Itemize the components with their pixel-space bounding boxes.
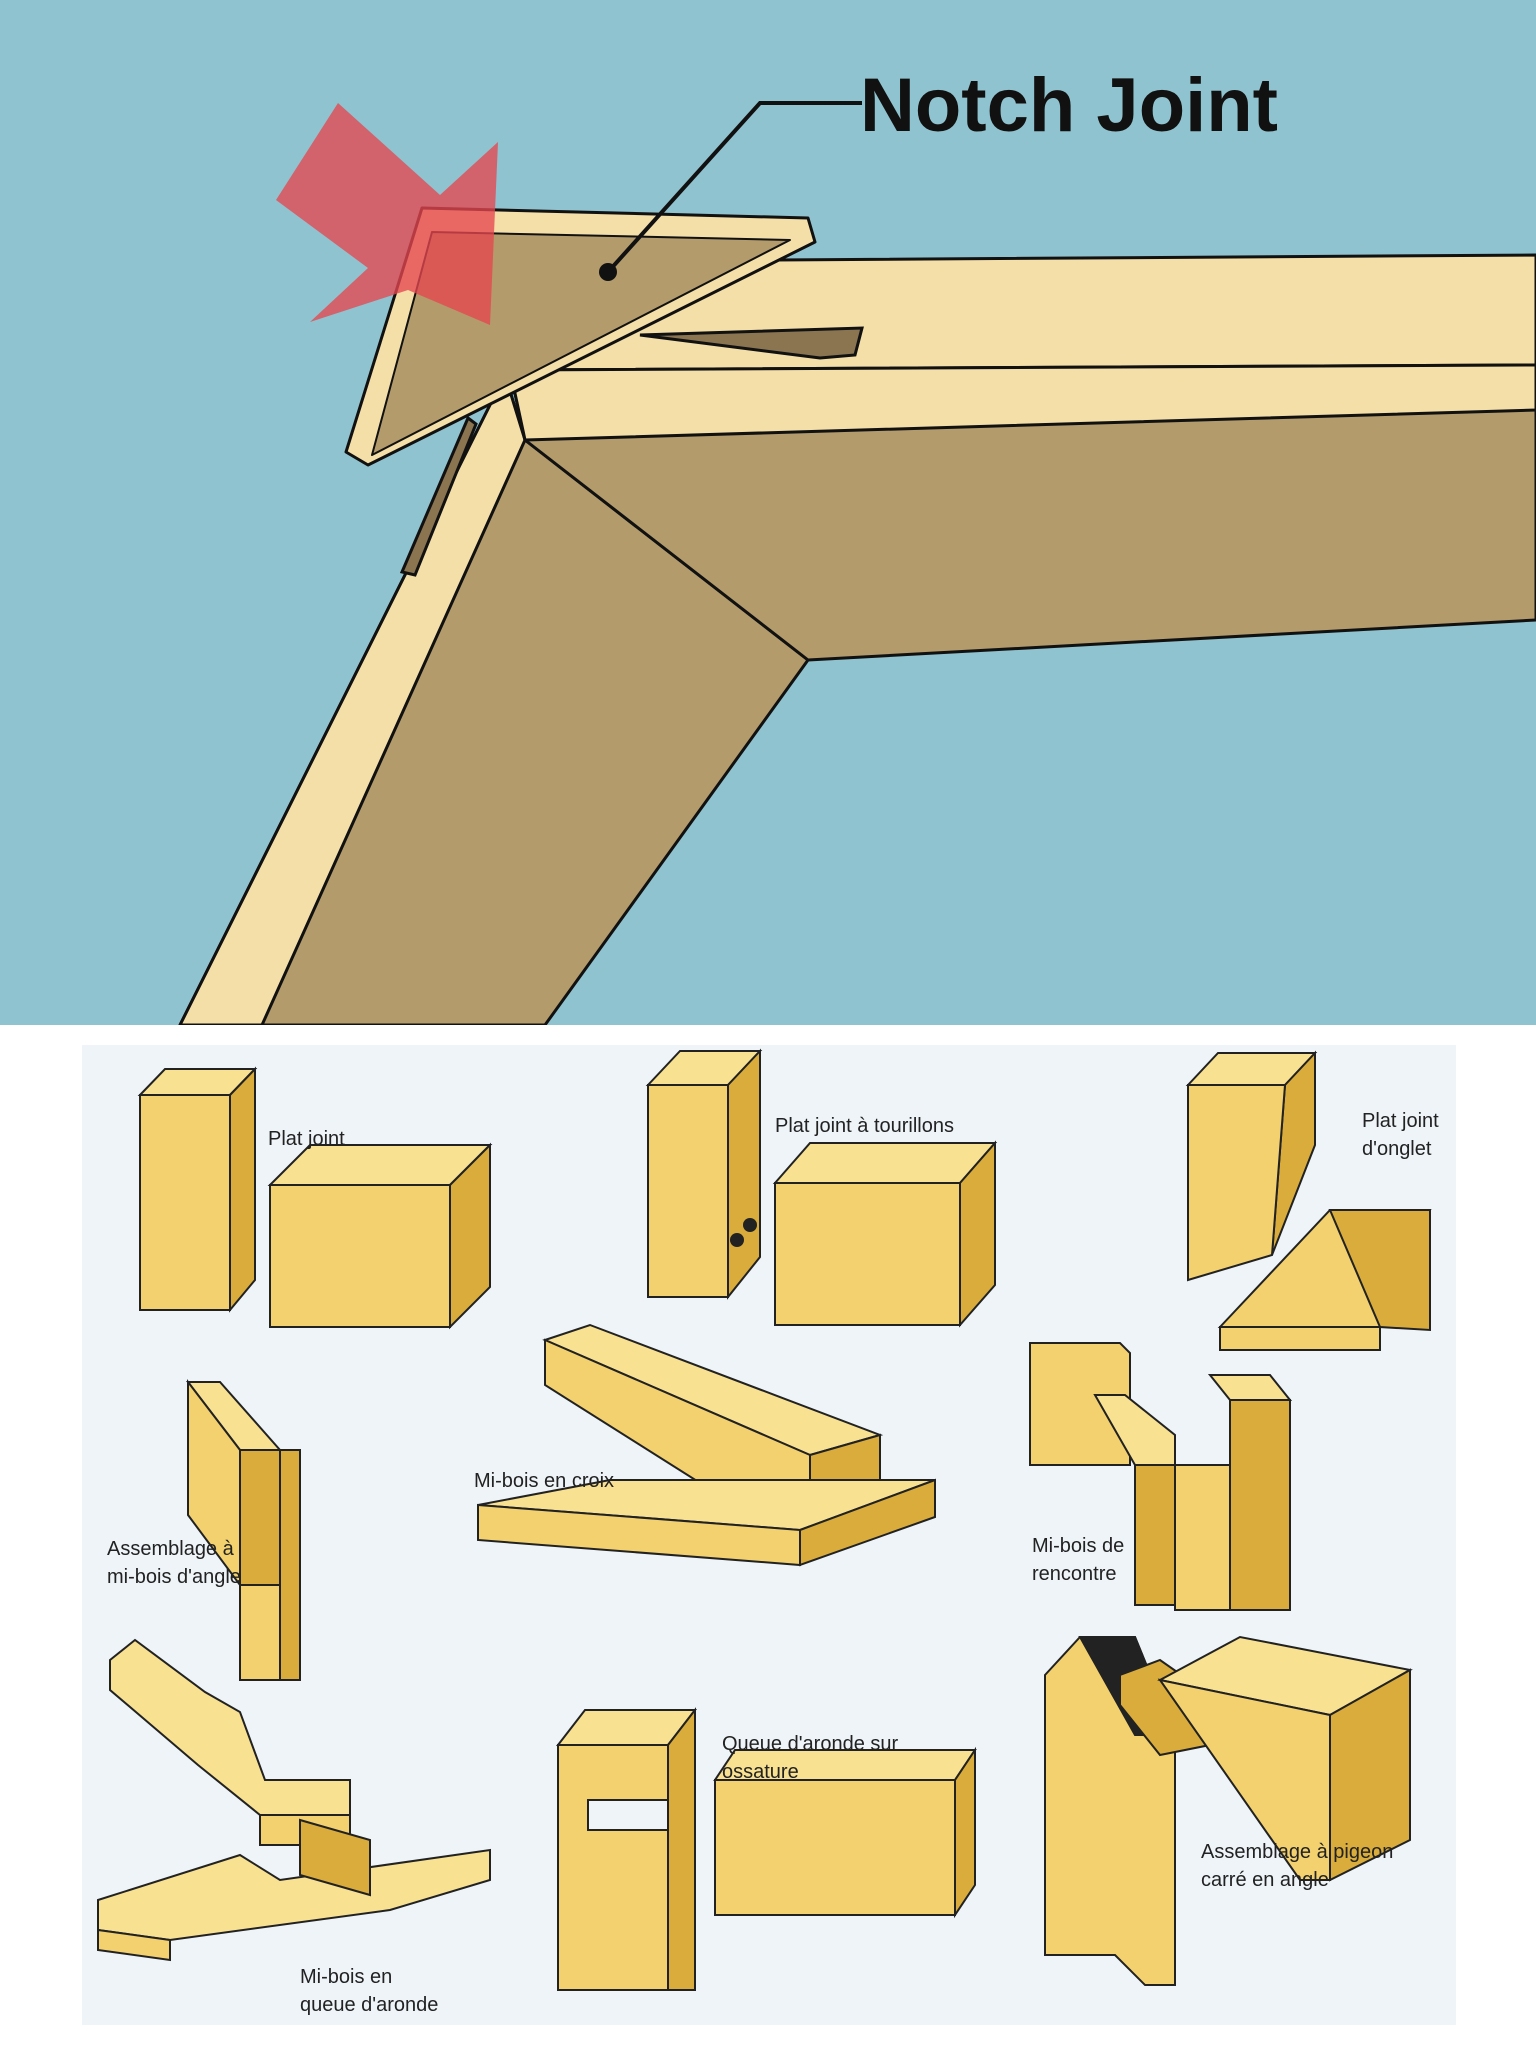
joint-label-plat-joint-onglet: Plat joint d'onglet — [1362, 1110, 1439, 1160]
dowel-hole — [730, 1233, 744, 1247]
wood-block-side — [727, 1048, 761, 1300]
leader-line — [606, 101, 862, 274]
wood-block-top — [1093, 1394, 1176, 1466]
joint-label-plat-joint-tourillons: Plat joint à tourillons — [775, 1115, 954, 1137]
joint-label-assemblage-pigeon: Assemblage à pigeon carré en angle — [1201, 1841, 1394, 1891]
joint-catalog: Plat joint Plat joint à tourillons Plat … — [0, 1025, 1536, 2048]
wood-block-front — [557, 1744, 669, 1991]
wood-block-top — [772, 1142, 998, 1184]
joint-assemblage-pigeon-drawing — [1044, 1635, 1413, 1986]
wood-block-side — [239, 1449, 281, 1586]
wood-board-side — [299, 1818, 371, 1897]
wood-block-side — [1229, 1399, 1291, 1611]
joint-label-plat-joint: Plat joint — [268, 1128, 345, 1150]
wood-board-top — [97, 1848, 491, 1942]
wood-block-side — [1329, 1668, 1411, 1882]
joint-plat-joint-drawing — [137, 1066, 493, 1330]
joint-label-mi-bois-queue-aronde: Mi-bois en queue d'aronde — [300, 1966, 439, 2016]
joint-label-mi-bois-rencontre: Mi-bois de rencontre — [1032, 1535, 1125, 1585]
wood-board-side — [799, 1478, 936, 1567]
joint-label-assemblage-mi-bois-angle: Assemblage à mi-bois d'angle — [107, 1538, 241, 1588]
joint-label-mi-bois-croix: Mi-bois en croix — [474, 1470, 615, 1492]
wood-block-side — [954, 1746, 976, 1919]
rail-mortise-slot — [639, 326, 864, 360]
red-arrow-icon — [276, 103, 498, 325]
wood-board-front — [97, 1928, 171, 1962]
joint-mi-bois-rencontre-drawing — [1029, 1342, 1293, 1611]
wood-block-front — [1187, 1084, 1287, 1282]
wood-block-front — [269, 1184, 451, 1328]
leg-mortise-slot — [399, 415, 478, 577]
joint-plat-joint-onglet-drawing — [1185, 1050, 1432, 1351]
wood-block-front — [774, 1182, 961, 1326]
notch-joint-illustration: Notch Joint — [0, 0, 1536, 1025]
joint-plat-joint-tourillons-drawing — [645, 1048, 998, 1328]
joint-mi-bois-croix-drawing — [477, 1323, 936, 1567]
wood-block-side — [1134, 1464, 1176, 1606]
wood-block-front — [647, 1084, 729, 1298]
joint-queue-aronde-ossature-drawing — [555, 1707, 977, 1991]
wood-block-top — [1207, 1374, 1293, 1401]
wood-block-front — [714, 1779, 956, 1916]
mitre-block-side — [1328, 1209, 1431, 1332]
leg-edge-face — [178, 373, 527, 1025]
leader-dot — [599, 263, 617, 281]
notch-joint-drawing — [0, 0, 1536, 1025]
joint-label-queue-aronde-ossature: Queue d'aronde sur ossature — [722, 1733, 899, 1783]
wood-block-side — [667, 1707, 696, 1991]
joint-assemblage-mi-bois-angle-drawing — [185, 1379, 301, 1681]
wood-block-front — [1174, 1464, 1231, 1611]
mitre-block-front — [1219, 1326, 1381, 1351]
joint-mi-bois-queue-aronde-drawing — [97, 1638, 491, 1962]
rail-top-edge — [508, 363, 1536, 442]
wood-block-front — [139, 1094, 231, 1311]
wood-board-top — [109, 1638, 351, 1816]
wood-block-side — [229, 1066, 256, 1313]
dowel-hole — [743, 1218, 757, 1232]
page-title: Notch Joint — [860, 63, 1278, 148]
wood-block-front — [239, 1584, 281, 1681]
